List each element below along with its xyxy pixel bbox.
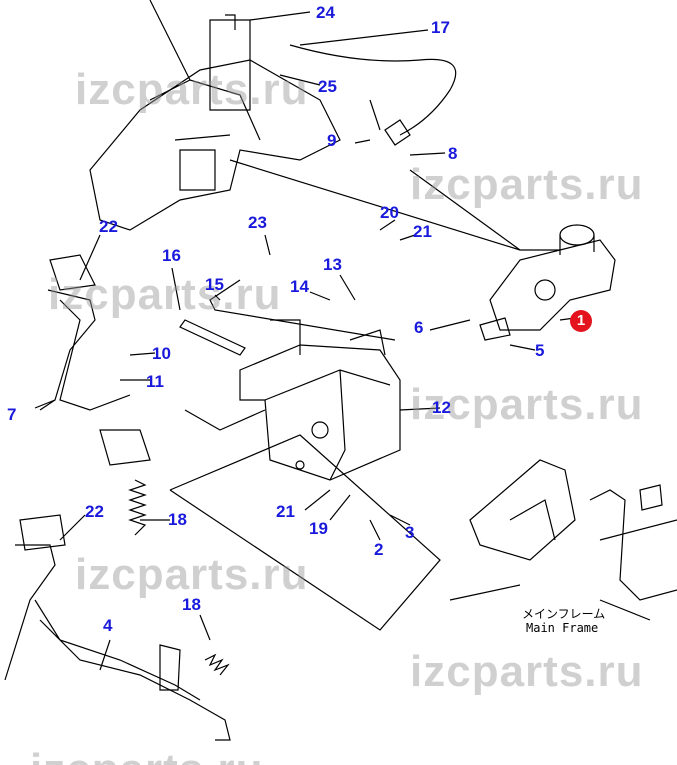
- callout-6[interactable]: 6: [414, 318, 424, 337]
- callout-24[interactable]: 24: [316, 3, 335, 22]
- watermark: izcparts.ru: [410, 380, 644, 429]
- callout-20[interactable]: 20: [380, 203, 399, 222]
- callout-21[interactable]: 21: [276, 502, 295, 521]
- caption-english: Main Frame: [526, 621, 599, 635]
- watermark: izcparts.ru: [410, 160, 644, 209]
- callout-18[interactable]: 18: [182, 595, 201, 614]
- callout-17[interactable]: 17: [431, 18, 450, 37]
- callout-19[interactable]: 19: [309, 519, 328, 538]
- watermark: izcparts.ru: [75, 65, 309, 114]
- caption-japanese: メインフレーム: [522, 607, 606, 621]
- callout-9[interactable]: 9: [327, 131, 337, 150]
- watermark: izcparts.ru: [75, 550, 309, 599]
- callout-1-highlight[interactable]: 1: [570, 310, 592, 332]
- callout-2[interactable]: 2: [374, 540, 384, 559]
- callout-14[interactable]: 14: [290, 277, 309, 296]
- callout-22[interactable]: 22: [85, 502, 104, 521]
- callout-15[interactable]: 15: [205, 275, 224, 294]
- callout-22[interactable]: 22: [99, 217, 118, 236]
- callout-8[interactable]: 8: [448, 144, 458, 163]
- callout-21[interactable]: 21: [413, 222, 432, 241]
- callout-11[interactable]: 11: [146, 372, 164, 391]
- callout-4[interactable]: 4: [103, 616, 113, 635]
- callout-7[interactable]: 7: [7, 405, 17, 424]
- callout-3[interactable]: 3: [405, 523, 415, 542]
- callout-18[interactable]: 18: [168, 510, 187, 529]
- watermark: izcparts.ru: [48, 270, 282, 319]
- callout-12[interactable]: 12: [432, 398, 451, 417]
- watermark: izcparts.ru: [30, 748, 264, 765]
- callout-25[interactable]: 25: [318, 77, 337, 96]
- callout-5[interactable]: 5: [535, 341, 545, 360]
- callout-23[interactable]: 23: [248, 213, 267, 232]
- callout-10[interactable]: 10: [152, 344, 171, 363]
- callout-16[interactable]: 16: [162, 246, 181, 265]
- watermark: izcparts.ru: [410, 647, 644, 696]
- callout-13[interactable]: 13: [323, 255, 342, 274]
